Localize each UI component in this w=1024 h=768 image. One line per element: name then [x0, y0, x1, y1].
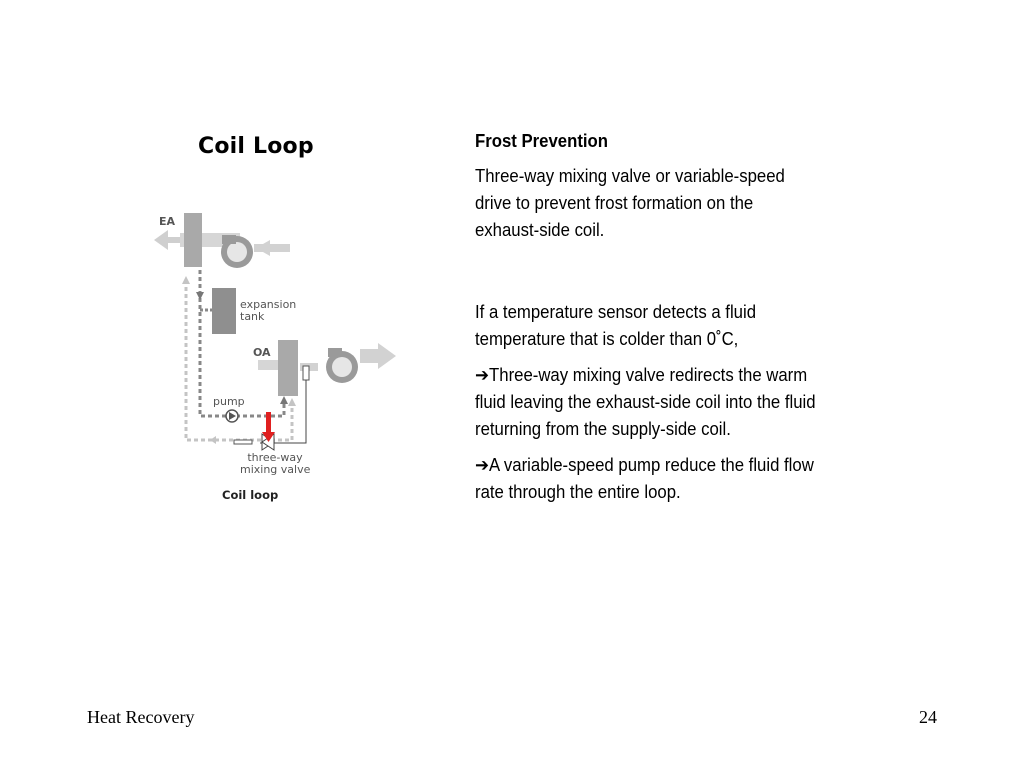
exhaust-air-arrow — [154, 230, 180, 250]
diagram-title: Coil Loop — [198, 134, 314, 159]
temperature-sensor — [302, 365, 310, 381]
page-number: 24 — [919, 707, 937, 727]
exhaust-coil — [184, 213, 202, 267]
text-column: Frost Prevention Three-way mixing valve … — [475, 128, 819, 515]
intro-paragraph: Three-way mixing valve or variable-speed… — [475, 166, 785, 240]
valve-label: three-way mixing valve — [240, 451, 311, 476]
ea-label: EA — [159, 215, 176, 228]
control-wire — [260, 380, 307, 444]
expansion-tank — [212, 288, 236, 334]
supply-pipe — [198, 270, 286, 418]
oa-label: OA — [253, 346, 271, 359]
pump-label: pump — [213, 395, 245, 408]
arrow-icon: ➔ — [475, 365, 490, 385]
footer-title: Heat Recovery — [87, 707, 195, 727]
variable-pump-paragraph: ➔A variable-speed pump reduce the fluid … — [475, 455, 814, 502]
supply-coil — [278, 340, 298, 396]
supply-air-arrow — [360, 343, 396, 369]
expansion-tank-label: expansion tank — [240, 298, 297, 323]
condition-paragraph: If a temperature sensor detects a fluid … — [475, 302, 757, 349]
diagram-caption: Coil loop — [222, 488, 279, 502]
arrow-icon: ➔ — [475, 455, 490, 475]
valve-redirect-arrow — [266, 412, 271, 434]
coil-loop-diagram: EA OA expansion tank pump three-way mixi… — [150, 200, 410, 510]
section-heading: Frost Prevention — [475, 131, 609, 151]
coil-loop-schematic — [154, 213, 396, 451]
mixing-valve-paragraph: ➔Three-way mixing valve redirects the wa… — [475, 365, 816, 439]
